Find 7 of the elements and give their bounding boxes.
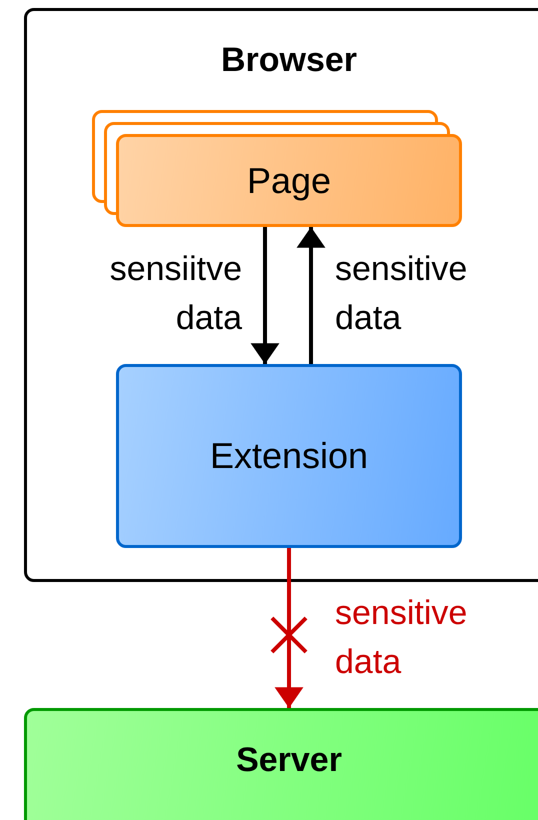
server-box [24,708,538,820]
node-title: Page [246,160,332,202]
node-title: Browser [220,41,358,80]
node-title: Extension [210,435,368,477]
page-box [116,134,462,227]
node-title: Server [236,741,342,780]
extension-box [116,364,462,548]
